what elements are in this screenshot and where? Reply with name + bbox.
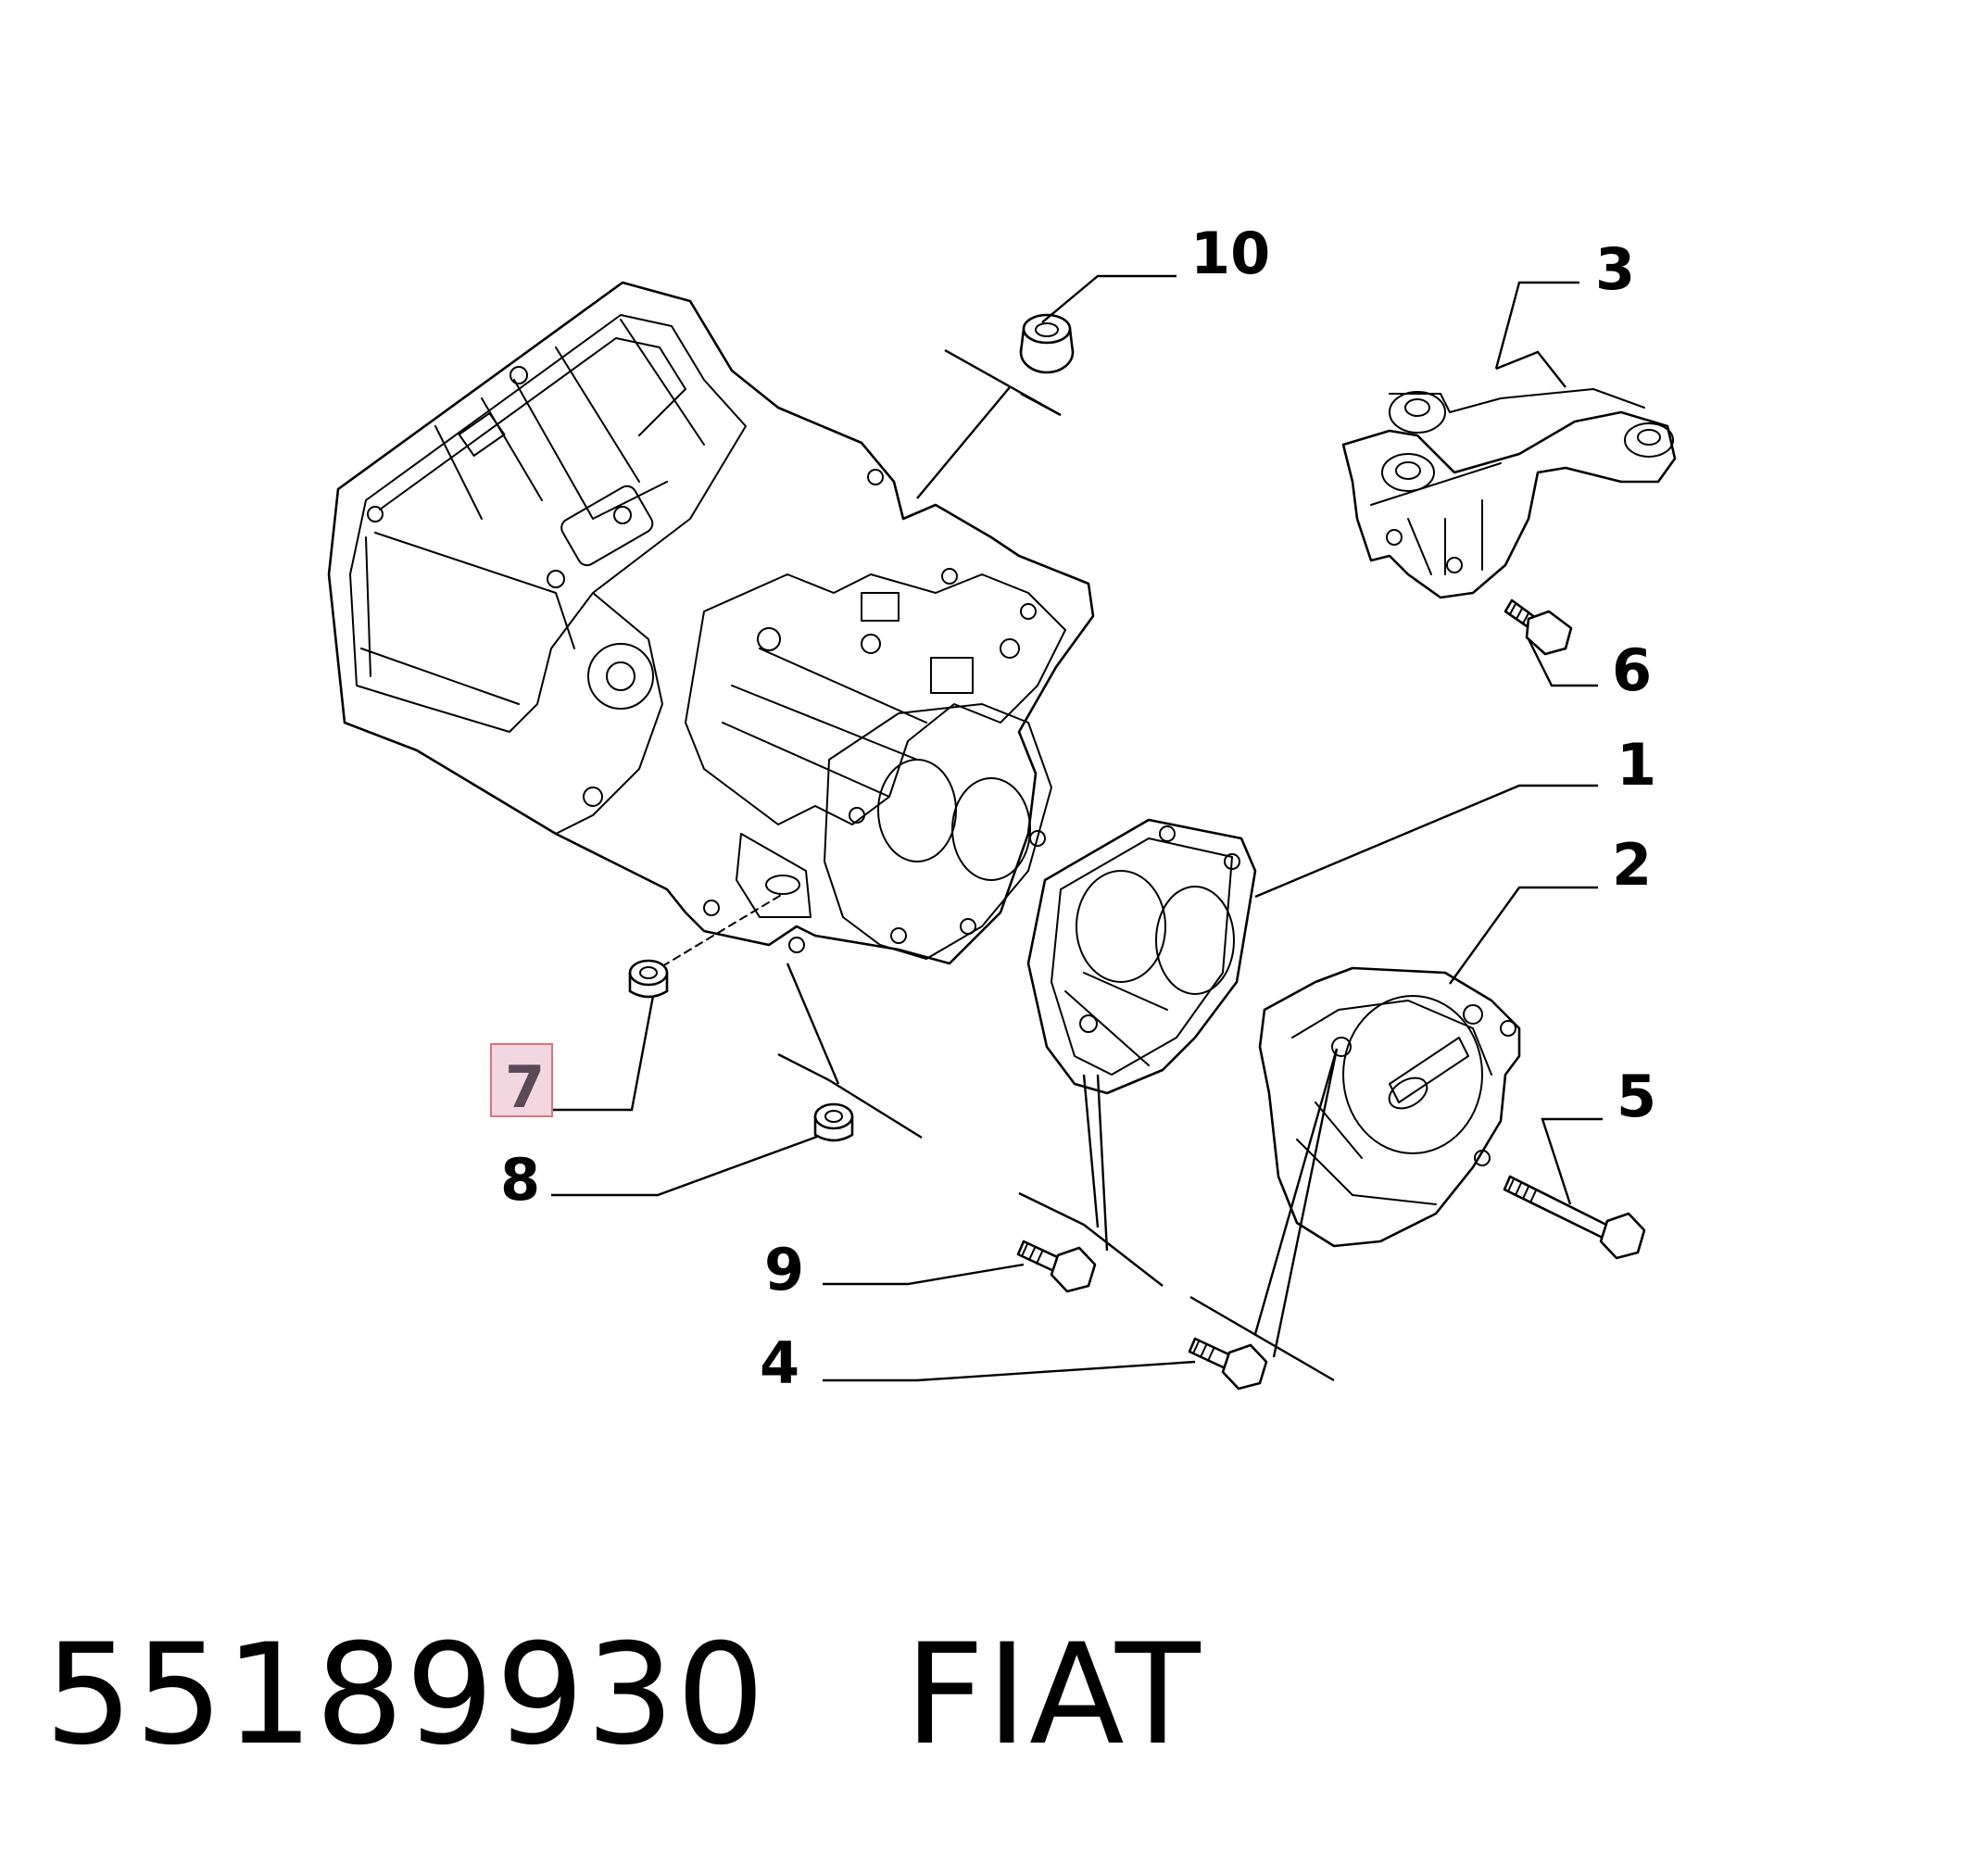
part-caption: 55189930 FIAT	[44, 1626, 1202, 1765]
mounting-bracket	[1341, 388, 1677, 599]
callout-7[interactable]: 7	[505, 1053, 545, 1121]
callout-2[interactable]: 2	[1612, 831, 1652, 899]
part-number: 55189930	[44, 1615, 767, 1776]
end-cover	[1258, 966, 1521, 1248]
plug-10	[1019, 313, 1075, 374]
callout-3[interactable]: 3	[1595, 235, 1635, 303]
callout-8[interactable]: 8	[500, 1146, 540, 1214]
callout-labels: 10 3 6 1 2 5 7 8 9 4	[500, 220, 1656, 1397]
callout-9[interactable]: 9	[764, 1236, 804, 1303]
bolt-5	[1503, 1175, 1646, 1260]
callout-1[interactable]: 1	[1617, 731, 1656, 799]
callout-4[interactable]: 4	[760, 1329, 799, 1397]
bolt-9	[1016, 1240, 1097, 1293]
plug-8	[813, 1102, 854, 1142]
callout-6[interactable]: 6	[1612, 636, 1652, 704]
callout-10[interactable]: 10	[1190, 220, 1270, 287]
bolt-4	[1188, 1337, 1268, 1391]
gearbox-housing	[327, 281, 1095, 967]
highlight-box	[490, 1043, 553, 1117]
plug-7	[628, 959, 669, 999]
leader-lines	[551, 274, 1603, 1382]
callout-5[interactable]: 5	[1617, 1063, 1656, 1130]
gasket-plate	[1026, 818, 1257, 1095]
brand-name: FIAT	[904, 1615, 1202, 1776]
bolt-6	[1504, 598, 1573, 656]
